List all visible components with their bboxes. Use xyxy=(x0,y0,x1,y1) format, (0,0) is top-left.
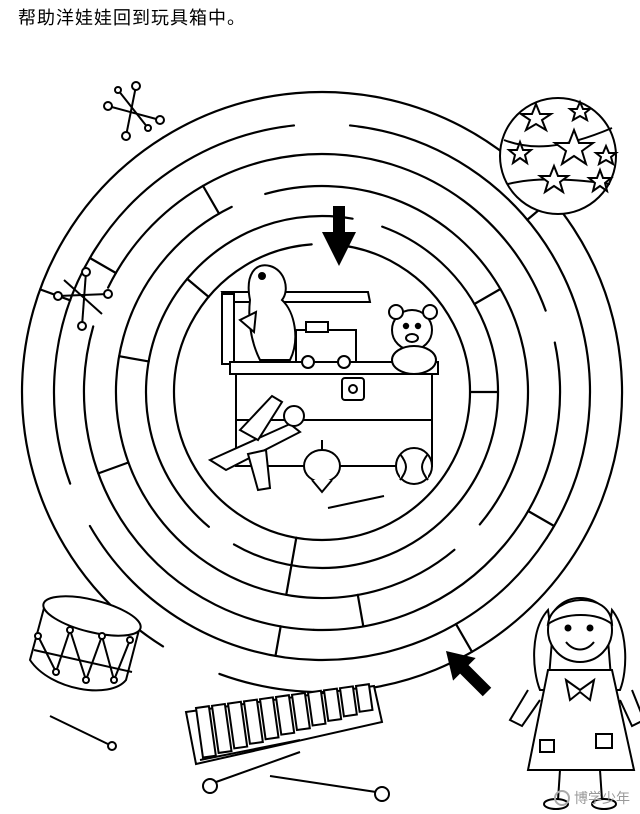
xylophone-bar xyxy=(274,694,296,736)
maze-wall xyxy=(52,124,296,485)
jacks-icon xyxy=(103,81,165,141)
arrow-down-icon xyxy=(322,206,356,266)
xylophone-icon xyxy=(184,683,390,802)
xylophone-bar xyxy=(242,698,264,745)
maze-wall xyxy=(232,465,483,570)
xylophone-bar xyxy=(290,691,311,732)
maze-wall xyxy=(97,461,130,475)
maze-wall xyxy=(106,152,547,312)
circular-maze[interactable] xyxy=(20,90,624,694)
maze-wall xyxy=(144,214,354,528)
toy-box-icon xyxy=(207,264,439,509)
xylophone-bar xyxy=(322,687,343,723)
maze-wall xyxy=(118,355,150,363)
maze-wall xyxy=(88,524,548,662)
maze-wall xyxy=(186,277,210,298)
arrow-icon xyxy=(445,650,492,697)
maze-wall xyxy=(312,341,562,632)
wechat-icon xyxy=(554,790,570,806)
maze-wall xyxy=(381,225,500,468)
maze-wall xyxy=(331,243,472,471)
xylophone-bar xyxy=(226,700,249,750)
maze-wall xyxy=(274,625,282,658)
xylophone-bar xyxy=(258,696,280,741)
maze-wall xyxy=(527,509,556,528)
maze-wall xyxy=(285,564,293,596)
maze-wall xyxy=(88,256,117,275)
maze-wall xyxy=(114,205,233,506)
maze-wall xyxy=(148,503,456,600)
drum-icon xyxy=(28,595,142,751)
xylophone-bar xyxy=(306,689,327,727)
doll-icon xyxy=(508,597,640,810)
maze-wall xyxy=(172,243,313,471)
maze-wall xyxy=(290,536,298,567)
maze-wall xyxy=(473,287,502,306)
maze-wall xyxy=(264,184,530,526)
xylophone-bar xyxy=(338,685,358,718)
star-ball-icon xyxy=(499,97,619,215)
maze-wall xyxy=(454,622,474,653)
watermark: 博学少年 xyxy=(554,788,630,808)
maze-wall xyxy=(82,325,315,631)
jacks-icon xyxy=(53,267,113,331)
maze-wall xyxy=(356,593,365,628)
watermark-text: 博学少年 xyxy=(574,791,630,807)
maze-wall xyxy=(201,184,221,215)
xylophone-bar xyxy=(354,683,374,713)
xylophone-bar xyxy=(194,705,217,759)
xylophone-bar xyxy=(210,702,233,755)
maze-wall xyxy=(348,124,592,540)
maze-wall xyxy=(20,136,165,648)
maze-wall xyxy=(194,467,450,542)
maze-wall xyxy=(161,90,622,362)
instruction-title: 帮助洋娃娃回到玩具箱中。 xyxy=(18,8,246,29)
